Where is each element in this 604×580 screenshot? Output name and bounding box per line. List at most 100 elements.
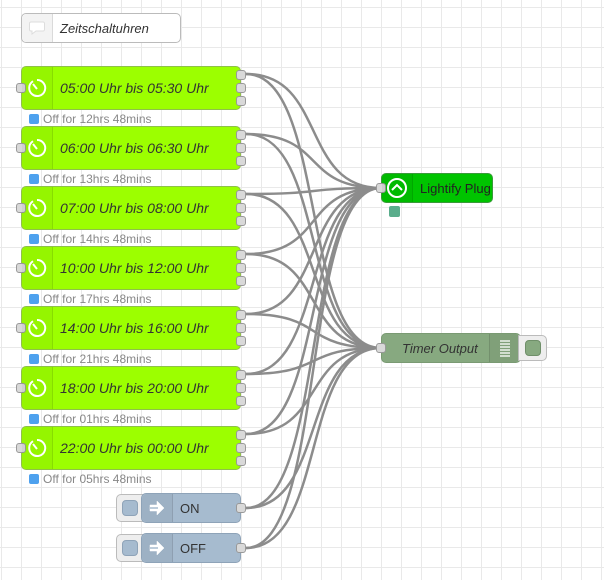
debug-list-icon	[489, 334, 520, 362]
output-port-2[interactable]	[236, 203, 246, 213]
wire[interactable]	[245, 186, 382, 196]
output-port-2[interactable]	[236, 323, 246, 333]
inject-trigger-button[interactable]	[116, 534, 145, 562]
status-text: Off for 17hrs 48mins	[43, 292, 152, 306]
wire[interactable]	[245, 186, 382, 376]
debug-toggle-button[interactable]	[518, 335, 547, 361]
timer-label: 05:00 Uhr bis 05:30 Uhr	[60, 80, 209, 96]
input-port[interactable]	[16, 323, 26, 333]
wire[interactable]	[245, 192, 382, 350]
output-port-1[interactable]	[236, 70, 246, 80]
timer-status: Off for 12hrs 48mins	[29, 112, 152, 126]
output-port-2[interactable]	[236, 263, 246, 273]
status-text: Off for 14hrs 48mins	[43, 232, 152, 246]
plug-status-indicator	[389, 206, 400, 217]
status-dot-icon	[29, 174, 39, 184]
status-dot-icon	[29, 294, 39, 304]
output-port-2[interactable]	[236, 443, 246, 453]
timer-node[interactable]: 18:00 Uhr bis 20:00 Uhr	[16, 366, 246, 410]
status-dot-icon	[29, 114, 39, 124]
comment-icon	[22, 14, 53, 42]
timer-label: 06:00 Uhr bis 06:30 Uhr	[60, 140, 209, 156]
timer-status: Off for 17hrs 48mins	[29, 292, 152, 306]
input-port[interactable]	[16, 203, 26, 213]
inject-node-on[interactable]: ON	[141, 493, 246, 523]
input-port[interactable]	[376, 343, 386, 353]
timer-node[interactable]: 07:00 Uhr bis 08:00 Uhr	[16, 186, 246, 230]
timer-label: 22:00 Uhr bis 00:00 Uhr	[60, 440, 209, 456]
output-port-1[interactable]	[236, 130, 246, 140]
output-port-2[interactable]	[236, 383, 246, 393]
output-port-1[interactable]	[236, 190, 246, 200]
output-port-2[interactable]	[236, 143, 246, 153]
status-text: Off for 05hrs 48mins	[43, 472, 152, 486]
wire[interactable]	[245, 186, 382, 510]
input-port[interactable]	[16, 83, 26, 93]
output-port-1[interactable]	[236, 430, 246, 440]
output-port-3[interactable]	[236, 456, 246, 466]
wire[interactable]	[245, 346, 382, 550]
comment-label: Zeitschaltuhren	[60, 20, 149, 36]
output-port[interactable]	[236, 503, 246, 513]
inject-node-off[interactable]: OFF	[141, 533, 246, 563]
timer-label: 07:00 Uhr bis 08:00 Uhr	[60, 200, 209, 216]
arrow-right-icon	[142, 494, 173, 522]
wire[interactable]	[245, 186, 382, 316]
wire[interactable]	[245, 132, 382, 350]
timer-node[interactable]: 06:00 Uhr bis 06:30 Uhr	[16, 126, 246, 170]
comment-node[interactable]: Zeitschaltuhren	[21, 13, 181, 43]
output-port-3[interactable]	[236, 96, 246, 106]
timer-node[interactable]: 14:00 Uhr bis 16:00 Uhr	[16, 306, 246, 350]
timer-status: Off for 13hrs 48mins	[29, 172, 152, 186]
wire[interactable]	[245, 312, 382, 350]
timer-status: Off for 01hrs 48mins	[29, 412, 152, 426]
input-port[interactable]	[16, 263, 26, 273]
status-text: Off for 01hrs 48mins	[43, 412, 152, 426]
wire[interactable]	[245, 186, 382, 550]
timer-label: 14:00 Uhr bis 16:00 Uhr	[60, 320, 209, 336]
input-port[interactable]	[16, 383, 26, 393]
input-port[interactable]	[376, 183, 386, 193]
wire[interactable]	[245, 72, 382, 350]
status-dot-icon	[29, 414, 39, 424]
wire[interactable]	[245, 346, 382, 376]
output-port-1[interactable]	[236, 370, 246, 380]
status-dot-icon	[29, 474, 39, 484]
timer-status: Off for 21hrs 48mins	[29, 352, 152, 366]
wire[interactable]	[245, 186, 382, 436]
wire[interactable]	[245, 346, 382, 510]
inject-label: OFF	[180, 540, 206, 556]
input-port[interactable]	[16, 143, 26, 153]
wire[interactable]	[245, 252, 382, 350]
output-port-2[interactable]	[236, 83, 246, 93]
wire[interactable]	[245, 346, 382, 436]
debug-label: Timer Output	[402, 340, 478, 356]
output-port-3[interactable]	[236, 216, 246, 226]
timer-icon	[22, 307, 53, 349]
inject-label: ON	[180, 500, 200, 516]
timer-icon	[22, 427, 53, 469]
timer-output-debug-node[interactable]: Timer Output	[376, 333, 521, 363]
status-text: Off for 12hrs 48mins	[43, 112, 152, 126]
timer-node[interactable]: 22:00 Uhr bis 00:00 Uhr	[16, 426, 246, 470]
timer-icon	[22, 67, 53, 109]
timer-node[interactable]: 10:00 Uhr bis 12:00 Uhr	[16, 246, 246, 290]
timer-node[interactable]: 05:00 Uhr bis 05:30 Uhr	[16, 66, 246, 110]
wire[interactable]	[245, 132, 382, 190]
wire[interactable]	[245, 72, 382, 190]
output-port[interactable]	[236, 543, 246, 553]
timer-status: Off for 14hrs 48mins	[29, 232, 152, 246]
output-port-3[interactable]	[236, 336, 246, 346]
input-port[interactable]	[16, 443, 26, 453]
timer-icon	[22, 367, 53, 409]
output-port-1[interactable]	[236, 250, 246, 260]
output-port-1[interactable]	[236, 310, 246, 320]
wire[interactable]	[245, 186, 382, 256]
lightify-plug-node[interactable]: Lightify Plug	[376, 173, 493, 203]
output-port-3[interactable]	[236, 156, 246, 166]
output-port-3[interactable]	[236, 276, 246, 286]
output-port-3[interactable]	[236, 396, 246, 406]
lightify-icon	[382, 174, 413, 202]
timer-status: Off for 05hrs 48mins	[29, 472, 152, 486]
status-dot-icon	[29, 354, 39, 364]
